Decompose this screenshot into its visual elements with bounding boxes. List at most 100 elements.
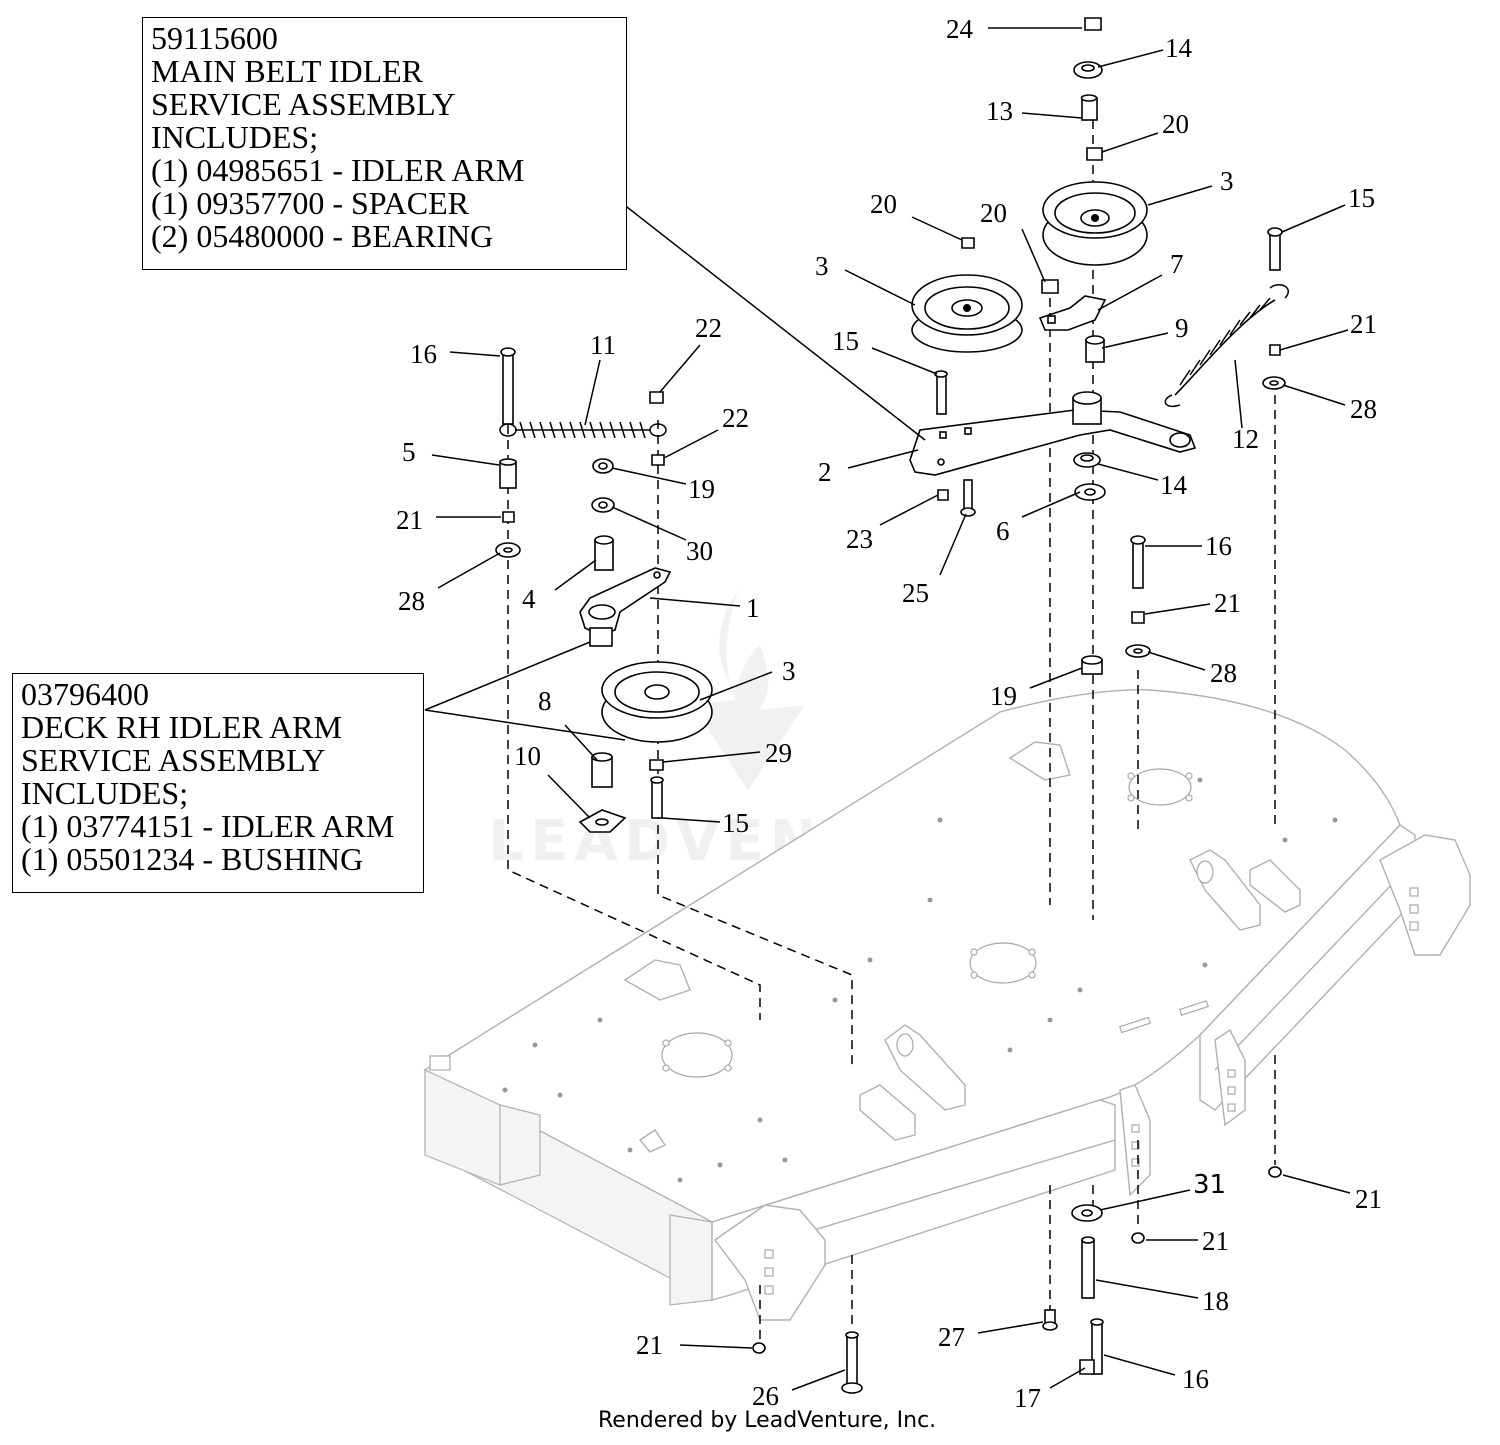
part-6-washer — [1074, 483, 1106, 501]
part-5-spacer — [499, 458, 517, 489]
label-24: 24 — [946, 14, 974, 44]
mower-deck — [423, 689, 1471, 1321]
part-7-bracket — [1038, 295, 1107, 331]
assembly-lines — [507, 120, 1276, 1340]
part-18-pin — [1081, 1236, 1095, 1299]
part-17-nut — [1079, 1359, 1095, 1375]
callout-line: SERVICE ASSEMBLY — [21, 742, 326, 778]
label-20-left: 20 — [870, 189, 897, 219]
part-31-washer — [1071, 1204, 1103, 1222]
part-15-pin-bottom — [650, 776, 664, 819]
callout-line: INCLUDES; — [21, 775, 189, 811]
part-12-spring — [1164, 284, 1290, 407]
part-21-nut-low — [1131, 1232, 1145, 1244]
part-20-nut-top — [1086, 147, 1103, 161]
label-22-mid: 22 — [722, 403, 749, 433]
part-3-pulley-top — [1042, 181, 1148, 266]
label-15-mid: 15 — [832, 326, 859, 356]
part-25-bolt — [960, 479, 976, 517]
label-12: 12 — [1232, 424, 1259, 454]
label-3-top: 3 — [1220, 166, 1234, 196]
part-24-nut — [1084, 17, 1102, 31]
label-14-mid: 14 — [1160, 470, 1188, 500]
label-16-left: 16 — [410, 339, 437, 369]
part-30-washer — [591, 497, 615, 513]
main-belt-callout-leader — [594, 181, 926, 441]
part-29-nut — [649, 759, 664, 771]
callout-line: (1) 04985651 - IDLER ARM — [151, 152, 525, 188]
deck-rh-callout-leader-arm — [424, 641, 591, 711]
part-4-bushing — [594, 535, 614, 571]
part-19-bushing-right — [1081, 655, 1103, 675]
label-28-mid: 28 — [1210, 658, 1237, 688]
callout-line: (2) 05480000 - BEARING — [151, 218, 494, 254]
label-22-top: 22 — [695, 313, 722, 343]
part-16-pin-right — [1130, 535, 1146, 589]
label-14-top: 14 — [1165, 33, 1193, 63]
part-15-pin-mid — [934, 370, 948, 415]
part-19-bushing-left — [592, 458, 614, 474]
part-11-spring — [499, 421, 667, 439]
label-21-bottom: 21 — [636, 1330, 663, 1360]
part-21-nut-right — [1269, 344, 1281, 356]
label-30: 30 — [686, 536, 713, 566]
label-29: 29 — [765, 738, 792, 768]
label-21-far-right: 21 — [1355, 1184, 1382, 1214]
label-3-bottom: 3 — [782, 656, 796, 686]
callout-line: (1) 05501234 - BUSHING — [21, 841, 364, 877]
part-22-nuts — [649, 391, 665, 466]
part-labels: 24 14 13 20 3 15 20 20 3 7 9 21 15 12 28… — [396, 14, 1382, 1413]
callout-line: SERVICE ASSEMBLY — [151, 86, 456, 122]
label-21-right: 21 — [1350, 309, 1377, 339]
label-3-left: 3 — [815, 251, 829, 281]
callout-line: (1) 09357700 - SPACER — [151, 185, 469, 221]
callout-line: 59115600 — [151, 20, 278, 56]
part-21-nut-mid — [1131, 611, 1145, 624]
label-16-right: 16 — [1205, 531, 1232, 561]
part-23-nut — [937, 489, 949, 501]
label-19-right: 19 — [990, 681, 1017, 711]
label-18: 18 — [1202, 1286, 1229, 1316]
label-17: 17 — [1014, 1383, 1041, 1413]
parts — [495, 17, 1290, 1394]
callout-line: 03796400 — [21, 676, 149, 712]
part-13-spacer — [1080, 94, 1098, 121]
label-1: 1 — [746, 593, 760, 623]
callout-line: (1) 03774151 - IDLER ARM — [21, 808, 395, 844]
callout-line: INCLUDES; — [151, 119, 319, 155]
part-15-pin-right — [1267, 227, 1283, 271]
label-7: 7 — [1170, 249, 1184, 279]
label-15-right: 15 — [1348, 183, 1375, 213]
label-25: 25 — [902, 578, 929, 608]
label-16-bottom: 16 — [1182, 1364, 1209, 1394]
part-21-nut-left — [502, 511, 515, 523]
part-21-nut-bottom — [752, 1342, 766, 1354]
label-6: 6 — [996, 516, 1010, 546]
part-20-nuts — [961, 237, 1059, 294]
callout-line: MAIN BELT IDLER — [151, 53, 423, 89]
part-28-washer-right — [1262, 376, 1286, 390]
part-27-bolt — [1042, 1309, 1058, 1331]
part-14-bearing-mid — [1073, 452, 1101, 468]
label-21-mid: 21 — [1214, 588, 1241, 618]
part-2-idler-arm — [909, 391, 1197, 476]
part-1-idler-arm — [579, 567, 672, 647]
label-26: 26 — [752, 1381, 779, 1411]
label-28-right: 28 — [1350, 394, 1377, 424]
main-belt-idler-callout: 59115600 MAIN BELT IDLER SERVICE ASSEMBL… — [142, 17, 627, 270]
label-23: 23 — [846, 524, 873, 554]
label-2: 2 — [818, 457, 832, 487]
label-9: 9 — [1175, 313, 1189, 343]
label-31: 31 — [1193, 1170, 1226, 1200]
label-8: 8 — [538, 686, 552, 716]
part-14-bearing-top — [1073, 61, 1103, 79]
label-5: 5 — [402, 437, 416, 467]
part-3-pulley-left — [911, 274, 1023, 353]
part-28-washer-left — [495, 542, 521, 558]
label-28-left: 28 — [398, 586, 425, 616]
footer-credit: Rendered by LeadVenture, Inc. — [598, 1408, 937, 1433]
label-11: 11 — [590, 330, 616, 360]
label-21-left: 21 — [396, 505, 423, 535]
part-3-pulley-bottom — [601, 661, 713, 743]
deck-rh-callout-leader — [424, 709, 626, 741]
